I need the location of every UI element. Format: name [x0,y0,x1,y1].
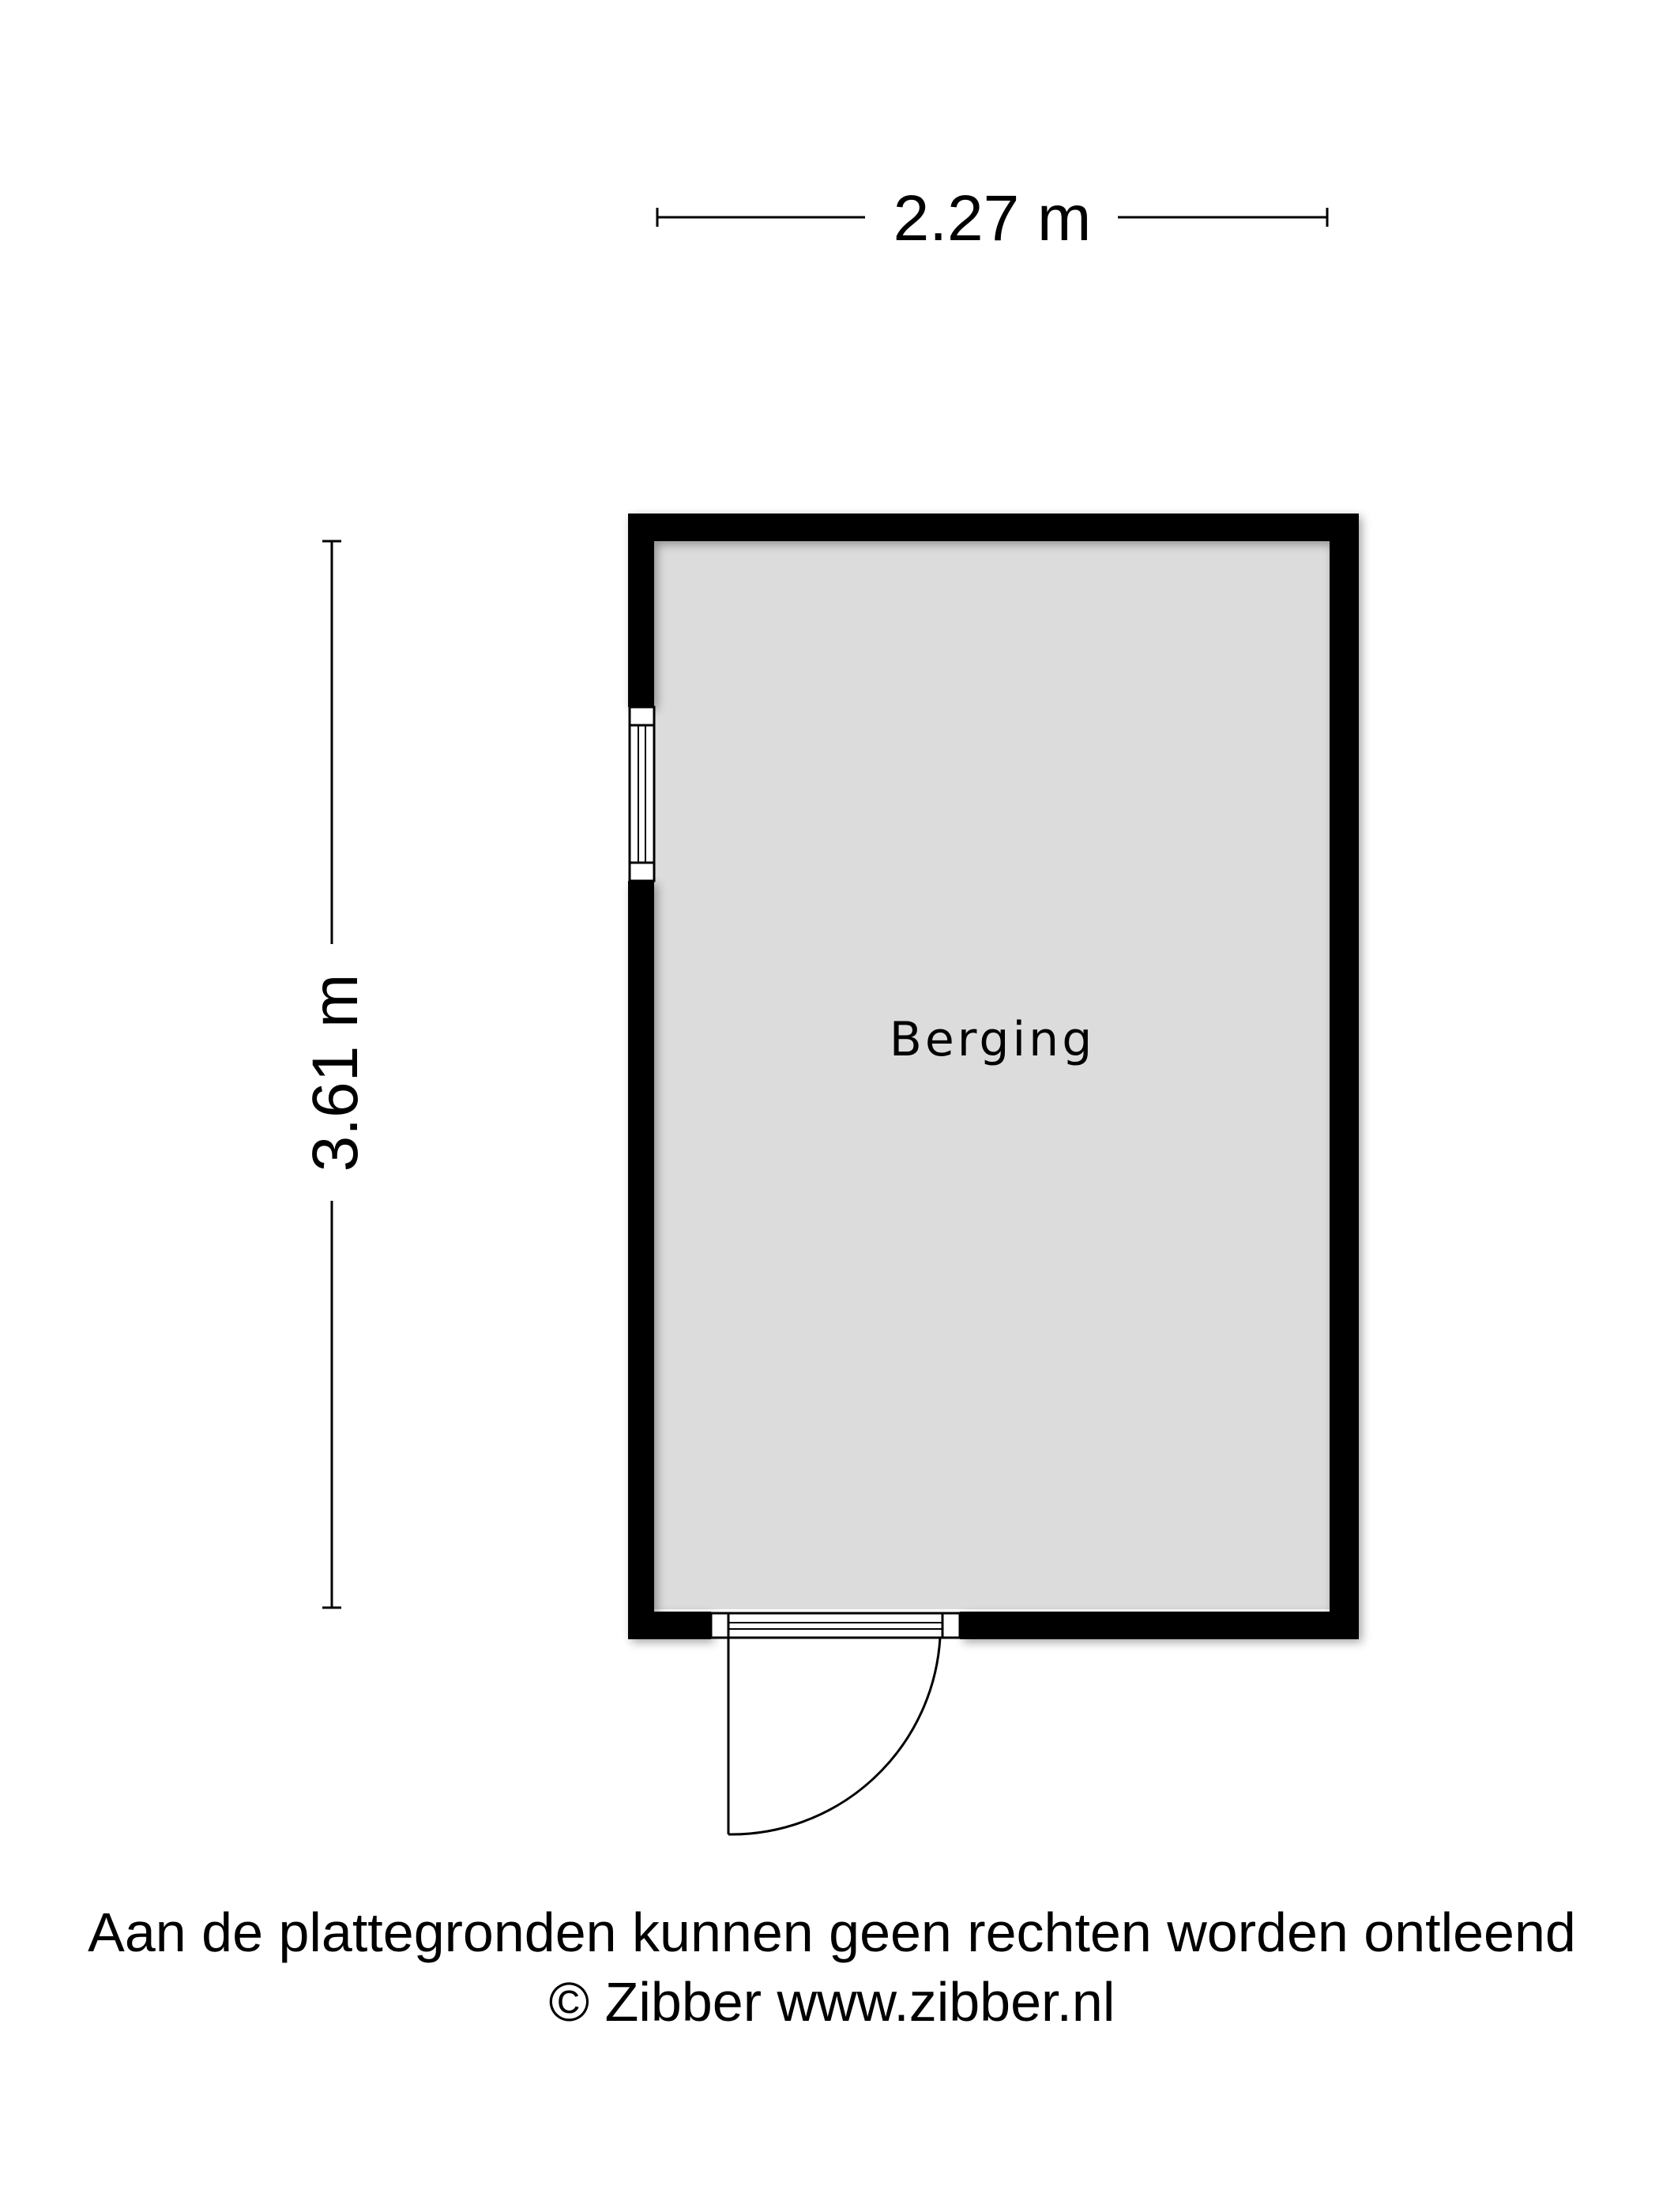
room-label: Berging [890,1012,1096,1067]
width-dimension: 2.27 m [656,182,1329,254]
window [628,705,656,882]
wall-right [1330,514,1359,1639]
footer-disclaimer: Aan de plattegronden kunnen geen rechten… [88,1902,1576,1963]
wall-left-upper [628,514,654,707]
room-floor [654,539,1330,1609]
wall-bottom-left [628,1612,711,1639]
door [709,1612,961,1836]
footer-copyright: © Zibber www.zibber.nl [549,1971,1115,2033]
width-label: 2.27 m [893,182,1092,254]
wall-left-lower [628,881,654,1639]
height-label: 3.61 m [299,974,371,1172]
wall-top [628,514,1359,541]
wall-bottom-right [960,1612,1359,1639]
height-dimension: 3.61 m [299,540,371,1609]
walls [628,514,1359,1639]
